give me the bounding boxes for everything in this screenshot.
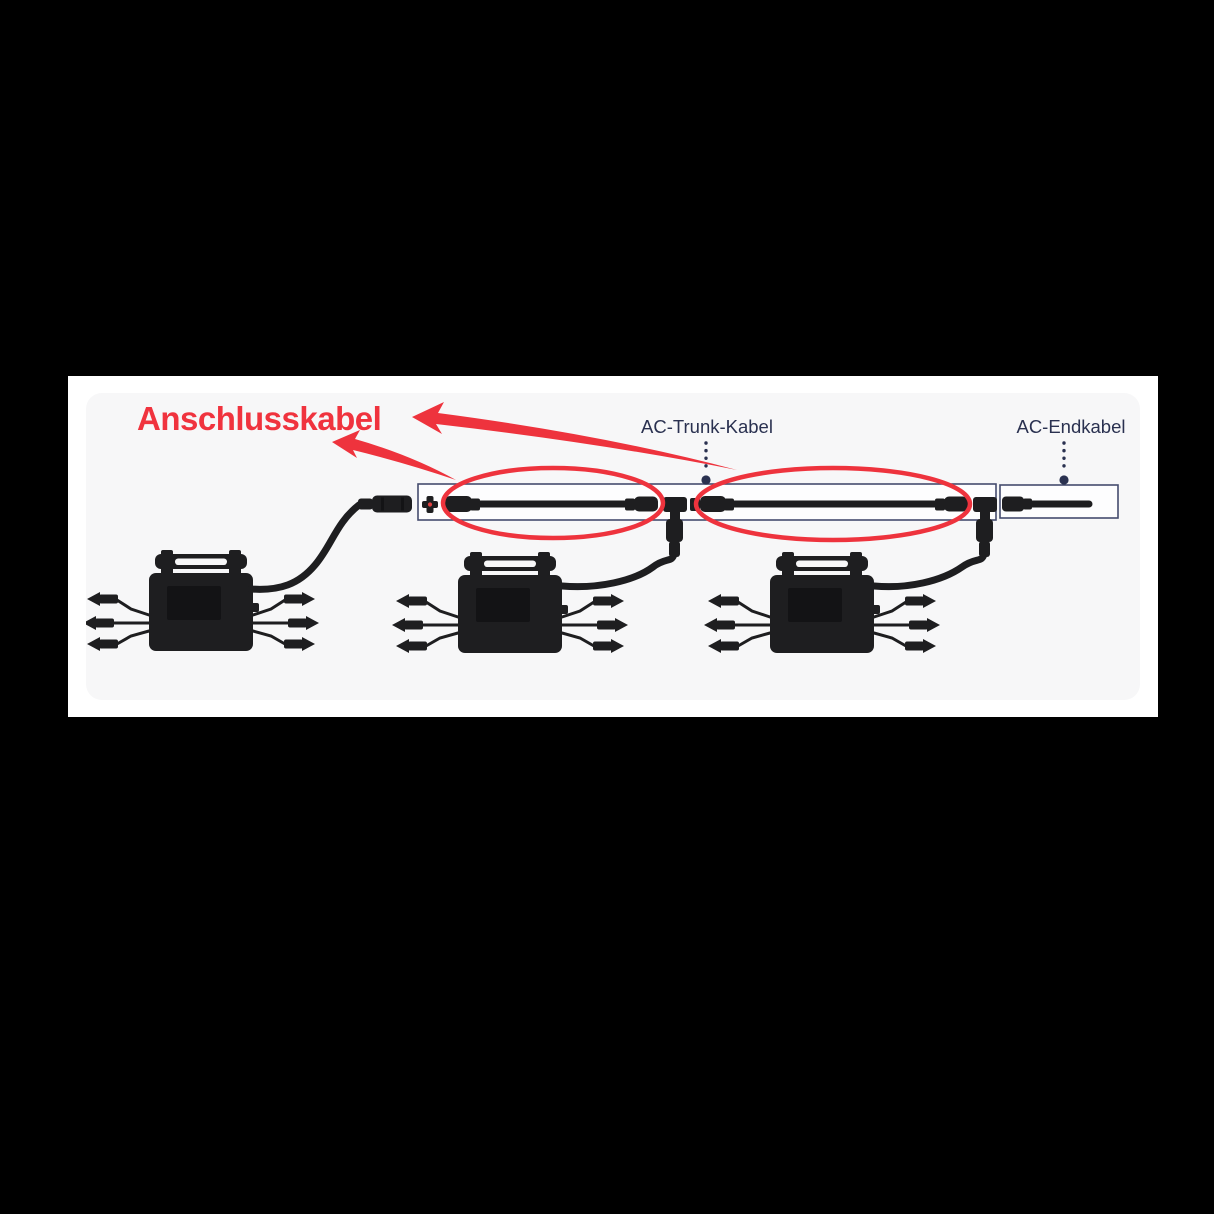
ac-cable-1 <box>247 501 363 593</box>
trunk-cable-segment-2 <box>700 496 968 512</box>
callout-anschlusskabel: Anschlusskabel <box>137 400 381 437</box>
ac-connector-1 <box>358 495 412 513</box>
highlight-ellipse-2 <box>693 465 973 543</box>
microinverter-2 <box>390 550 678 655</box>
content-panel: Anschlusskabel <box>68 376 1158 717</box>
trunk-cable-segment-1 <box>445 496 658 512</box>
diagram-card: Anschlusskabel <box>86 393 1140 700</box>
label-ac-endkabel: AC-Endkabel <box>1016 416 1125 437</box>
microinverter-3 <box>702 550 988 655</box>
red-arrow-upper <box>412 402 737 470</box>
coupler-connector <box>422 496 438 513</box>
leader-dot-end <box>1059 475 1069 485</box>
ac-end-cable <box>1002 496 1093 512</box>
wiring-diagram: Anschlusskabel <box>86 400 1126 655</box>
t-connector-1 <box>663 497 687 520</box>
leader-dot-trunk <box>701 475 711 485</box>
highlight-ellipse-1 <box>440 465 666 541</box>
label-ac-trunk-kabel: AC-Trunk-Kabel <box>641 416 773 437</box>
microinverter-1 <box>86 495 412 653</box>
red-arrow-lower <box>332 430 456 480</box>
t-connector-2 <box>973 497 997 520</box>
ac-cable-2 <box>558 550 678 591</box>
ac-cable-3 <box>870 550 988 591</box>
